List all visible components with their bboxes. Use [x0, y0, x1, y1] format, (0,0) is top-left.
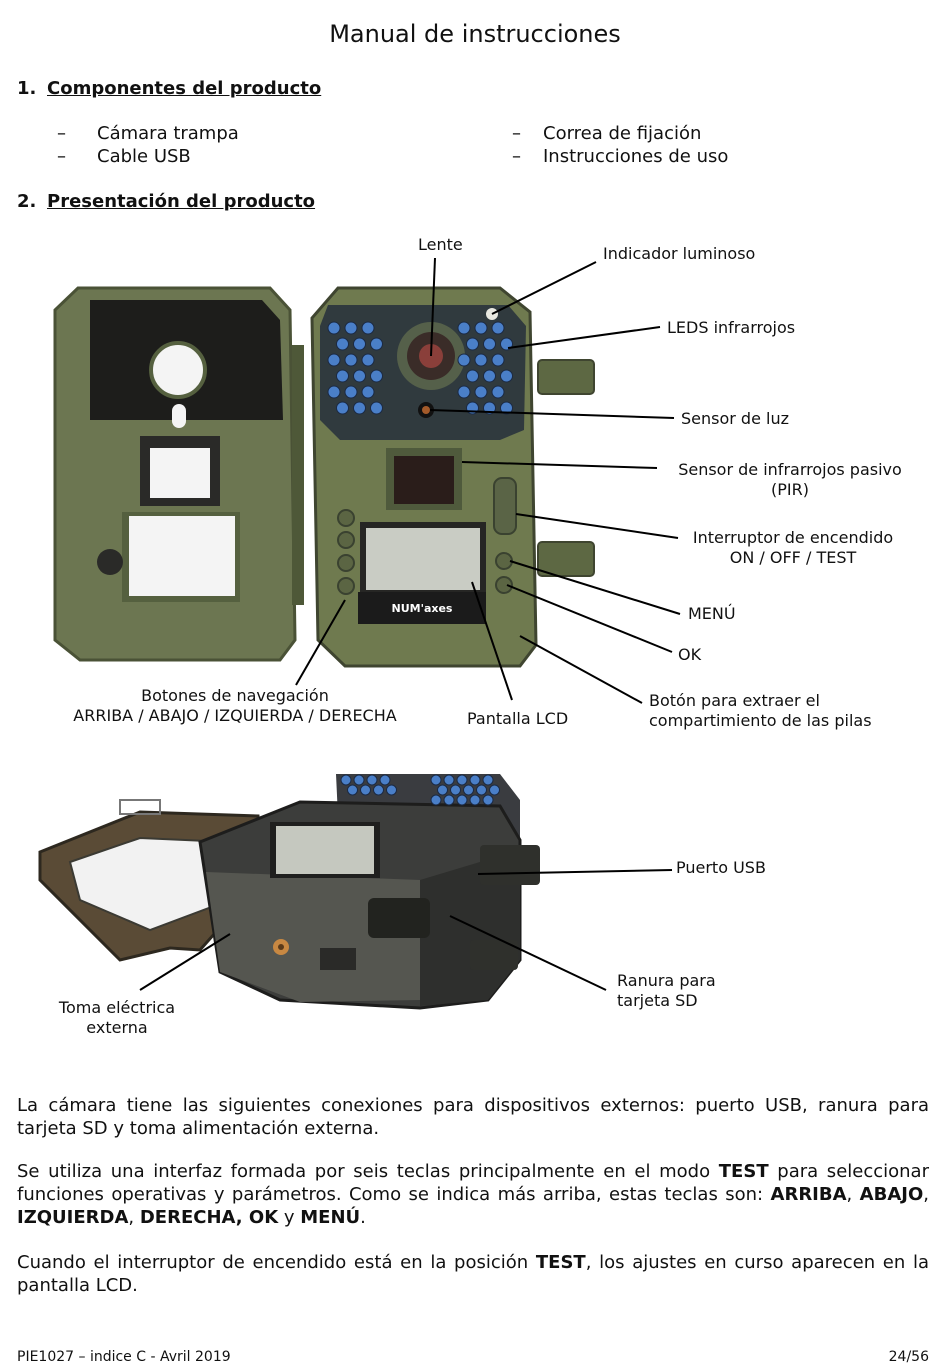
led-icon: [340, 774, 352, 786]
list-item: –Cámara trampa: [57, 123, 239, 144]
led-icon: [500, 369, 513, 383]
led-icon: [430, 774, 442, 786]
led-icon: [482, 774, 494, 786]
label-menu: MENÚ: [688, 604, 736, 623]
paragraph-test-mode: Cuando el interruptor de encendido está …: [17, 1252, 929, 1296]
label-light-sensor: Sensor de luz: [681, 409, 789, 428]
paragraph-keys: Se utiliza una interfaz formada por seis…: [17, 1161, 929, 1228]
led-icon: [466, 369, 479, 383]
led-icon: [457, 385, 471, 399]
led-icon: [353, 337, 366, 351]
led-icon: [456, 774, 468, 786]
led-icon: [336, 401, 349, 415]
led-icon: [336, 369, 349, 383]
led-icon: [353, 774, 365, 786]
led-icon: [469, 794, 481, 806]
led-icon: [491, 353, 505, 367]
paragraph-connections: La cámara tiene las siguientes conexione…: [17, 1095, 929, 1139]
led-icon: [361, 353, 375, 367]
led-icon: [500, 401, 513, 415]
led-icon: [483, 369, 496, 383]
led-icon: [443, 774, 455, 786]
infrared-leds-bottom: [340, 774, 500, 806]
led-icon: [336, 337, 349, 351]
led-icon: [360, 784, 371, 796]
led-icon: [430, 794, 442, 806]
section-heading-presentation: 2. Presentación del producto: [17, 191, 315, 212]
led-icon: [327, 353, 341, 367]
led-icon: [489, 784, 500, 796]
led-icon: [344, 353, 358, 367]
section-number: 1.: [17, 78, 37, 99]
led-icon: [327, 385, 341, 399]
led-icon: [482, 794, 494, 806]
section-title: Presentación del producto: [47, 191, 316, 212]
led-icon: [361, 321, 375, 335]
led-icon: [370, 337, 383, 351]
page-number: 24/56: [888, 1349, 929, 1365]
led-icon: [370, 369, 383, 383]
led-icon: [457, 353, 471, 367]
label-lens: Lente: [418, 235, 463, 254]
led-icon: [491, 321, 505, 335]
led-icon: [366, 774, 378, 786]
section-heading-components: 1. Componentes del producto: [17, 78, 321, 99]
led-icon: [474, 385, 488, 399]
led-icon: [474, 353, 488, 367]
label-infrared-leds: LEDS infrarrojos: [667, 318, 796, 337]
label-indicator-light: Indicador luminoso: [603, 244, 756, 263]
led-icon: [491, 385, 505, 399]
page-title: Manual de instrucciones: [329, 20, 621, 48]
led-icon: [361, 385, 375, 399]
led-icon: [353, 369, 366, 383]
camera-door-open: [53, 286, 304, 662]
led-icon: [443, 794, 455, 806]
section-title: Componentes del producto: [47, 78, 322, 99]
led-icon: [469, 774, 481, 786]
led-icon: [347, 784, 358, 796]
led-icon: [353, 401, 366, 415]
led-icon: [450, 784, 461, 796]
section-number: 2.: [17, 191, 37, 212]
label-usb-port: Puerto USB: [676, 858, 766, 877]
led-icon: [456, 794, 468, 806]
led-icon: [344, 385, 358, 399]
led-icon: [476, 784, 487, 796]
list-item: –Correa de fijación: [512, 123, 702, 144]
led-icon: [379, 774, 391, 786]
led-icon: [370, 401, 383, 415]
label-pir-sensor: Sensor de infrarrojos pasivo(PIR): [678, 460, 902, 499]
led-icon: [463, 784, 474, 796]
led-icon: [466, 337, 479, 351]
footer-reference: PIE1027 – indice C - Avril 2019: [17, 1349, 231, 1365]
led-icon: [386, 784, 397, 796]
camera-bottom-view: [38, 774, 540, 1010]
led-icon: [483, 337, 496, 351]
brand-logo: NUM'axes: [392, 602, 453, 615]
infrared-leds: [327, 321, 513, 415]
label-ok: OK: [678, 645, 702, 664]
list-item: –Cable USB: [57, 146, 191, 167]
led-icon: [457, 321, 471, 335]
led-icon: [327, 321, 341, 335]
led-icon: [344, 321, 358, 335]
led-icon: [474, 321, 488, 335]
label-lcd: Pantalla LCD: [467, 709, 569, 728]
led-icon: [373, 784, 384, 796]
list-item: –Instrucciones de uso: [512, 146, 729, 167]
led-icon: [437, 784, 448, 796]
